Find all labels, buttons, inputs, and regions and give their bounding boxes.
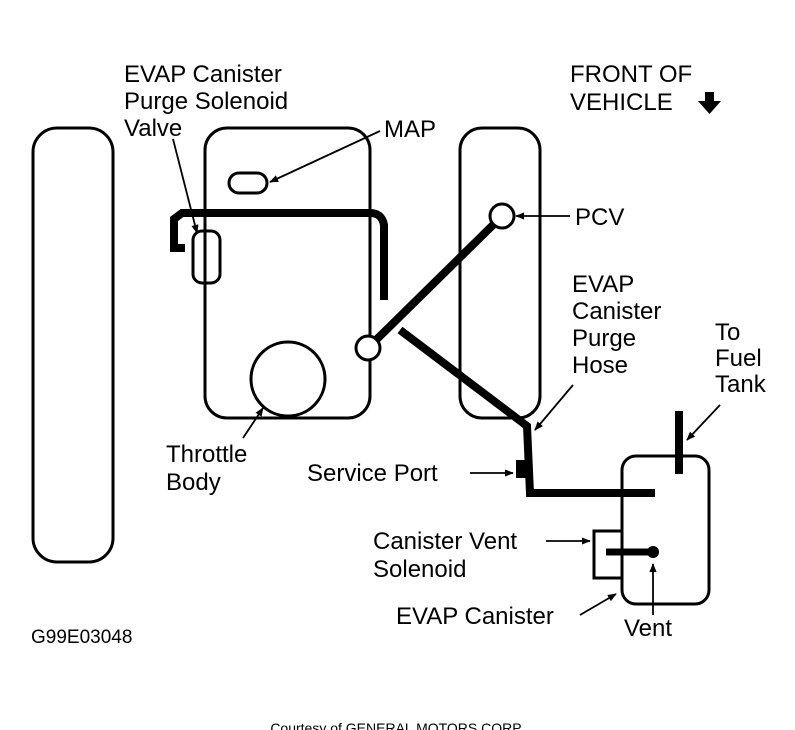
vent-port: [647, 546, 659, 558]
pcv-port: [354, 334, 382, 362]
label-throttle-body: Throttle Body: [166, 441, 254, 496]
label-front-of-vehicle: FRONT OF VEHICLE: [570, 61, 699, 116]
intake-manifold: [203, 126, 372, 420]
right-cylinder-bank: [458, 126, 542, 420]
leader-map: [269, 130, 381, 183]
front-arrow-icon: [698, 92, 721, 114]
label-evap-purge-hose: EVAP Canister Purge Hose: [572, 271, 668, 379]
label-canister-vent-solenoid: Canister Vent Solenoid: [373, 528, 524, 583]
label-evap-purge-valve: EVAP Canister Purge Solenoid Valve: [124, 61, 295, 142]
figure-code: G99E03048: [31, 627, 132, 648]
pcv-hose: [373, 221, 497, 343]
leader-evap-canister: [579, 593, 617, 616]
leader-purge-valve: [172, 138, 199, 234]
label-to-fuel-tank: To Fuel Tank: [715, 319, 768, 398]
left-cylinder-bank: [31, 126, 115, 564]
evap-canister: [620, 454, 711, 606]
label-map: MAP: [384, 116, 436, 143]
evap-purge-solenoid-valve: [191, 229, 222, 285]
leader-fuel-tank: [686, 404, 721, 441]
label-evap-canister: EVAP Canister: [396, 603, 554, 630]
throttle-body: [249, 340, 327, 418]
service-port: [516, 460, 526, 478]
map-sensor: [227, 171, 269, 195]
label-pcv: PCV: [575, 204, 624, 231]
purge-vacuum-hose: [170, 209, 388, 300]
evap-canister-purge-hose: [397, 326, 655, 497]
leader-throttle-body: [242, 407, 264, 439]
label-vent: Vent: [624, 615, 672, 642]
leader-purge-hose: [534, 384, 574, 431]
courtesy-line: Courtesy of GENERAL MOTORS CORP.: [270, 720, 523, 730]
label-service-port: Service Port: [307, 460, 438, 487]
pcv-valve: [488, 202, 516, 230]
